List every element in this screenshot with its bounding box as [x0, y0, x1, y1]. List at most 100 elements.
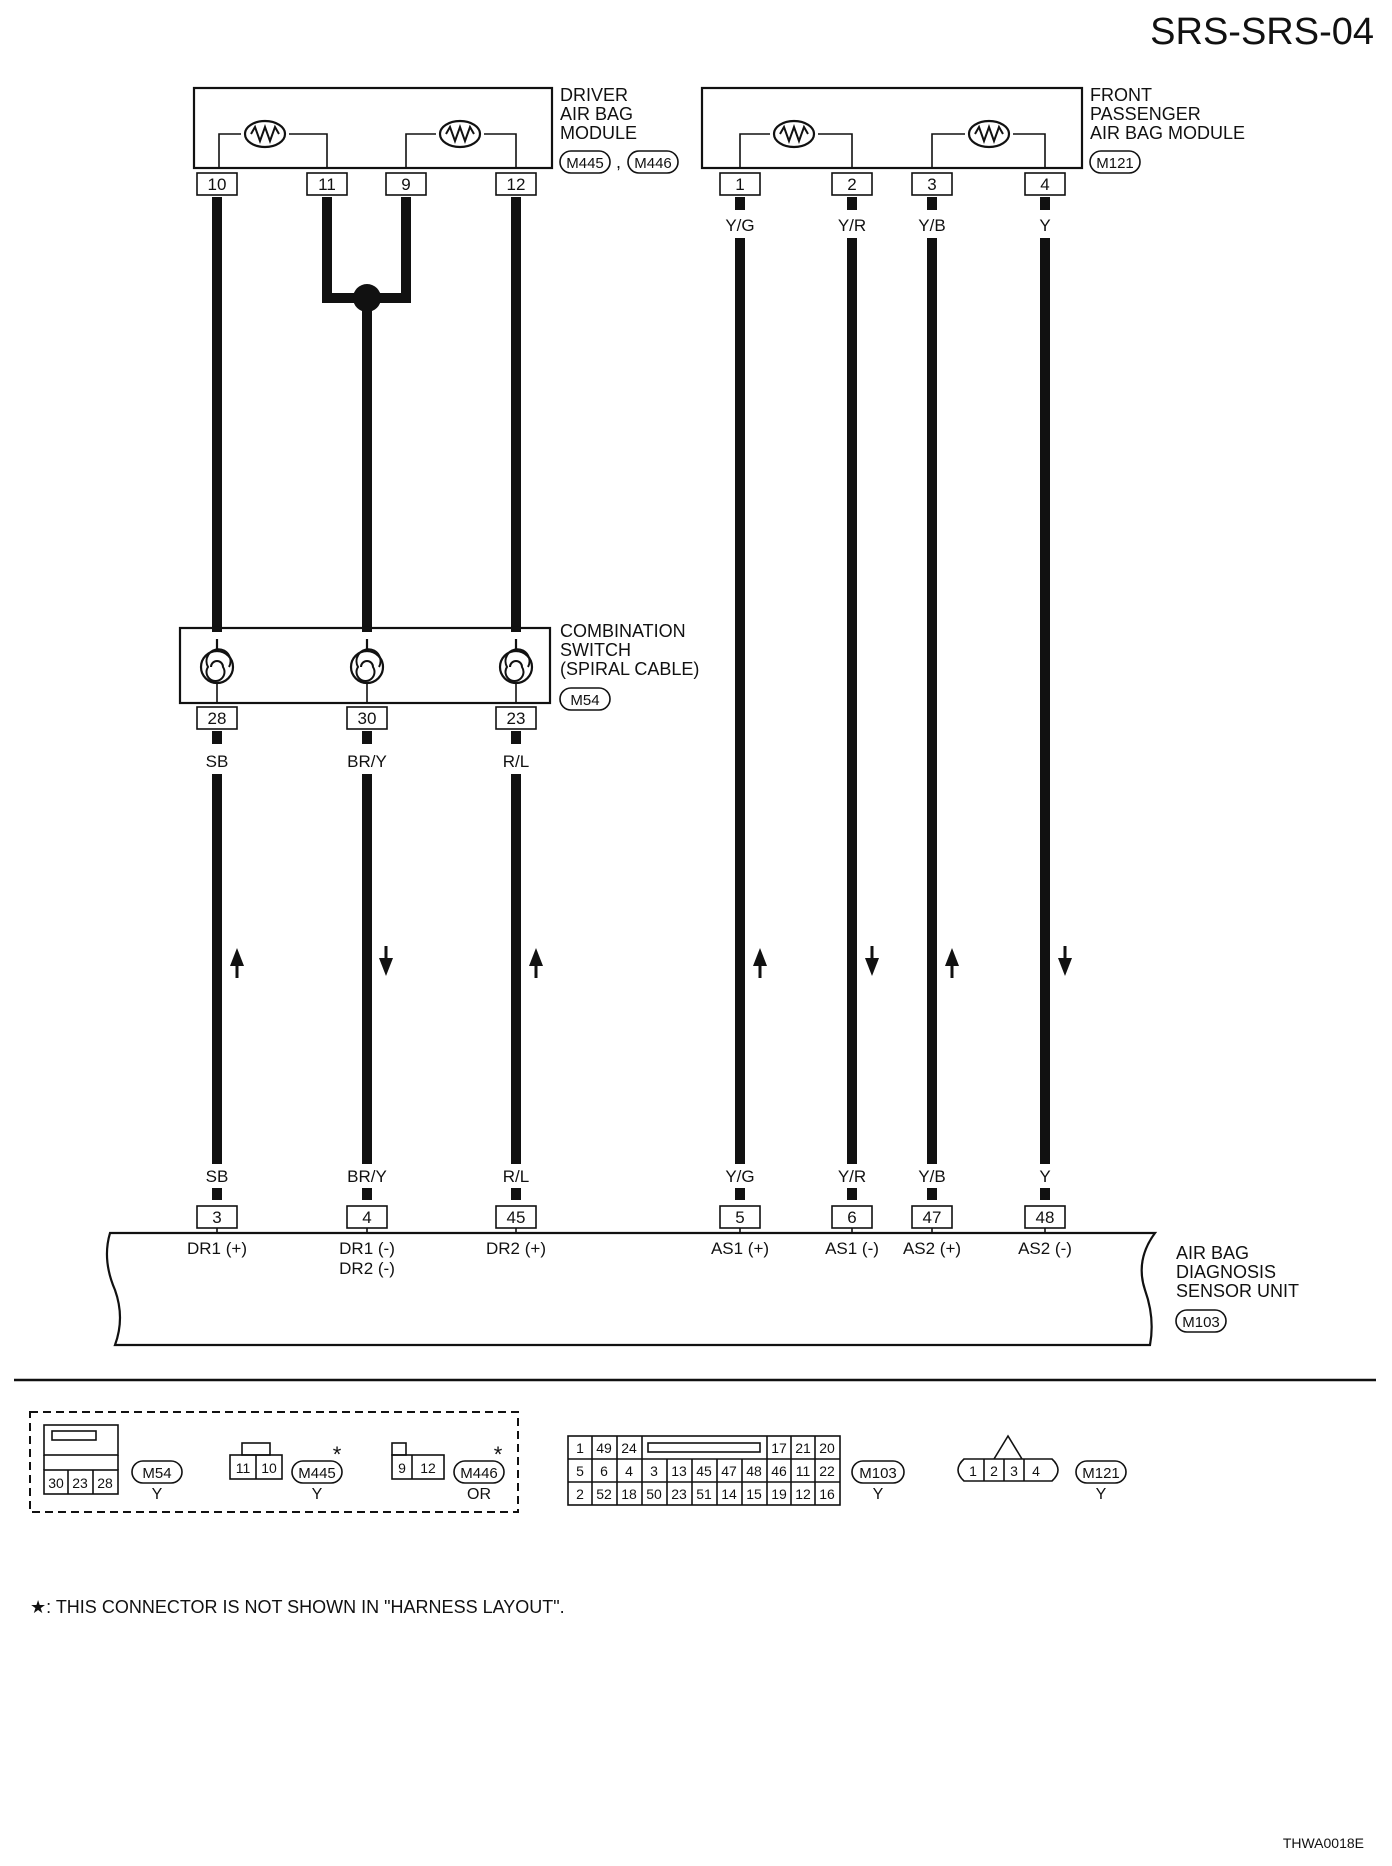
svg-text:4: 4 [1032, 1463, 1040, 1479]
wire-color-yb-upper: Y/B [918, 216, 945, 235]
svg-text:Y: Y [1096, 1486, 1107, 1503]
svg-text:47: 47 [721, 1463, 737, 1479]
svg-text:3: 3 [1010, 1463, 1018, 1479]
wire-color-bry-mid: BR/Y [347, 752, 387, 771]
sensor-label-line-2: DIAGNOSIS [1176, 1262, 1276, 1282]
svg-text:10: 10 [261, 1460, 277, 1476]
svg-text:18: 18 [621, 1486, 637, 1502]
passenger-air-bag-module: 1 2 3 4 FRONT PASSENGER AIR BAG MODULE M… [700, 85, 1245, 196]
svg-text:13: 13 [671, 1463, 687, 1479]
svg-text:4: 4 [625, 1463, 633, 1479]
svg-text:1: 1 [735, 175, 744, 194]
lower-wire-colors: SB BR/Y R/L Y/G Y/R Y/B Y [200, 1164, 1060, 1200]
svg-text:5: 5 [576, 1463, 584, 1479]
connector-face-m446: 9 12 M446 * OR [391, 1442, 505, 1503]
svg-text:3: 3 [212, 1208, 221, 1227]
sensor-pin-48: 48 [1024, 1205, 1066, 1229]
svg-text:9: 9 [401, 175, 410, 194]
terminal-dr1-plus: DR1 (+) [187, 1239, 247, 1258]
svg-text:24: 24 [621, 1440, 637, 1456]
svg-text:3: 3 [927, 175, 936, 194]
svg-text:M446: M446 [460, 1465, 498, 1482]
arrow-down-icon [863, 944, 881, 978]
wire-color-sb-mid: SB [206, 752, 229, 771]
svg-text:*: * [494, 1442, 503, 1467]
svg-text:2: 2 [847, 175, 856, 194]
wire-color-yb-lower: Y/B [918, 1167, 945, 1186]
wire-color-y-upper: Y [1039, 216, 1050, 235]
wire-color-y-lower: Y [1039, 1167, 1050, 1186]
svg-text:11: 11 [796, 1463, 811, 1479]
svg-text:30: 30 [358, 709, 377, 728]
svg-text:12: 12 [795, 1486, 811, 1502]
arrow-down-icon [1056, 944, 1074, 978]
svg-text:50: 50 [646, 1486, 662, 1502]
driver-upper-wiring [212, 197, 521, 632]
passenger-label-line-3: AIR BAG MODULE [1090, 123, 1245, 143]
svg-text:5: 5 [735, 1208, 744, 1227]
svg-text:6: 6 [847, 1208, 856, 1227]
svg-text:14: 14 [721, 1486, 737, 1502]
sensor-label-line-3: SENSOR UNIT [1176, 1281, 1299, 1301]
spiral-label-line-3: (SPIRAL CABLE) [560, 659, 699, 679]
svg-text:23: 23 [72, 1475, 88, 1491]
svg-text:M54: M54 [142, 1465, 171, 1482]
connector-face-m121: 1 2 3 4 M121 Y [957, 1434, 1127, 1503]
driver-label-line-2: AIR BAG [560, 104, 633, 124]
svg-text:21: 21 [795, 1440, 811, 1456]
driver-pin-9: 9 [385, 172, 427, 196]
svg-text:19: 19 [771, 1486, 787, 1502]
svg-text:6: 6 [600, 1463, 608, 1479]
svg-text:M54: M54 [570, 692, 599, 709]
passenger-squib-1-icon [772, 119, 816, 149]
svg-text:11: 11 [318, 175, 336, 194]
svg-text:45: 45 [507, 1208, 526, 1227]
svg-text:22: 22 [819, 1463, 835, 1479]
arrow-down-icon [377, 944, 395, 978]
driver-pin-10: 10 [196, 172, 238, 196]
svg-text:2: 2 [990, 1463, 998, 1479]
svg-text:12: 12 [420, 1460, 436, 1476]
svg-text:46: 46 [771, 1463, 787, 1479]
combination-switch: 28 30 23 COMBINATION SWITCH (SPIRAL CABL… [178, 621, 699, 730]
figure-id: THWA0018E [1283, 1835, 1364, 1851]
spiral-cable-2-icon [349, 637, 385, 685]
svg-text:9: 9 [398, 1460, 406, 1476]
connector-views: 30 23 28 M54 Y 11 10 M445 * Y 9 12 [29, 1411, 1127, 1513]
terminal-as2-minus: AS2 (-) [1018, 1239, 1072, 1258]
svg-text:49: 49 [596, 1440, 612, 1456]
connector-tag-m446: M446 [627, 150, 679, 174]
svg-text:OR: OR [467, 1486, 491, 1503]
svg-text:23: 23 [671, 1486, 687, 1502]
passenger-pin-4: 4 [1024, 172, 1066, 196]
passenger-pin-3: 3 [911, 172, 953, 196]
svg-text:M121: M121 [1096, 155, 1134, 172]
driver-lower-wiring: SB BR/Y R/L [206, 731, 529, 1164]
sensor-pin-3: 3 [196, 1205, 238, 1229]
svg-text:M103: M103 [859, 1465, 897, 1482]
spiral-label-line-1: COMBINATION [560, 621, 686, 641]
wire-color-rl-mid: R/L [503, 752, 529, 771]
arrow-up-icon [527, 946, 545, 980]
svg-text:28: 28 [97, 1475, 113, 1491]
connector-face-m54: 30 23 28 M54 Y [43, 1424, 183, 1503]
svg-text:M445: M445 [298, 1465, 336, 1482]
driver-pin-11: 11 [306, 172, 348, 196]
svg-text:1: 1 [576, 1440, 584, 1456]
sensor-pin-6: 6 [831, 1205, 873, 1229]
wire-color-sb-lower: SB [206, 1167, 229, 1186]
footnote: ★: THIS CONNECTOR IS NOT SHOWN IN "HARNE… [30, 1597, 565, 1617]
svg-text:15: 15 [746, 1486, 762, 1502]
wire-color-rl-lower: R/L [503, 1167, 529, 1186]
terminal-as1-plus: AS1 (+) [711, 1239, 769, 1258]
air-bag-diagnosis-sensor-unit: 3 4 45 5 6 47 48 D [105, 1205, 1299, 1347]
svg-text:52: 52 [596, 1486, 612, 1502]
svg-text:45: 45 [696, 1463, 712, 1479]
driver-squib-1-icon [243, 119, 287, 149]
spiral-pin-28: 28 [196, 706, 238, 730]
svg-text:Y: Y [152, 1486, 163, 1503]
spiral-cable-1-icon [199, 637, 235, 685]
connector-separator: , [616, 152, 621, 172]
passenger-label-line-2: PASSENGER [1090, 104, 1201, 124]
driver-label-line-1: DRIVER [560, 85, 628, 105]
